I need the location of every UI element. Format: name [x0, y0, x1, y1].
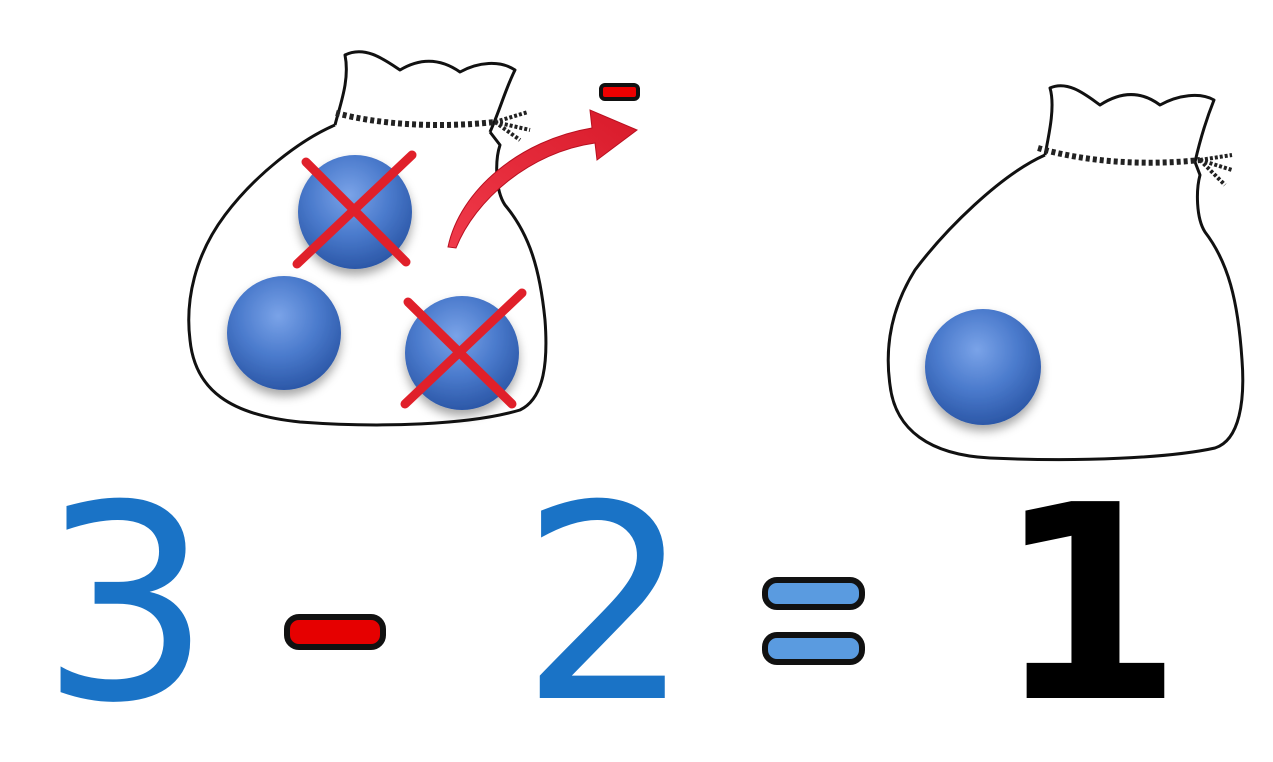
bag-after-rope — [1037, 145, 1201, 166]
bag-after-top — [1043, 84, 1216, 163]
bag-after-rope-ends — [1198, 153, 1233, 187]
ball-result — [925, 309, 1041, 425]
equals-sign — [762, 577, 865, 665]
bag-before-rope — [335, 110, 496, 128]
bag-after-body — [886, 153, 1245, 462]
minus-sign — [284, 614, 386, 650]
operand-a: 3 — [40, 447, 212, 762]
operand-b: 2 — [520, 447, 692, 762]
cross-bottom — [400, 288, 527, 409]
bag-before-rope-ends — [493, 110, 531, 142]
remove-arrow — [447, 109, 638, 249]
bag-before-top — [333, 50, 517, 133]
subtraction-diagram — [187, 50, 1245, 665]
cross-top — [292, 150, 417, 269]
small-minus-sign — [599, 83, 640, 101]
result-value: 1 — [995, 447, 1183, 762]
ball-remaining — [227, 276, 341, 390]
